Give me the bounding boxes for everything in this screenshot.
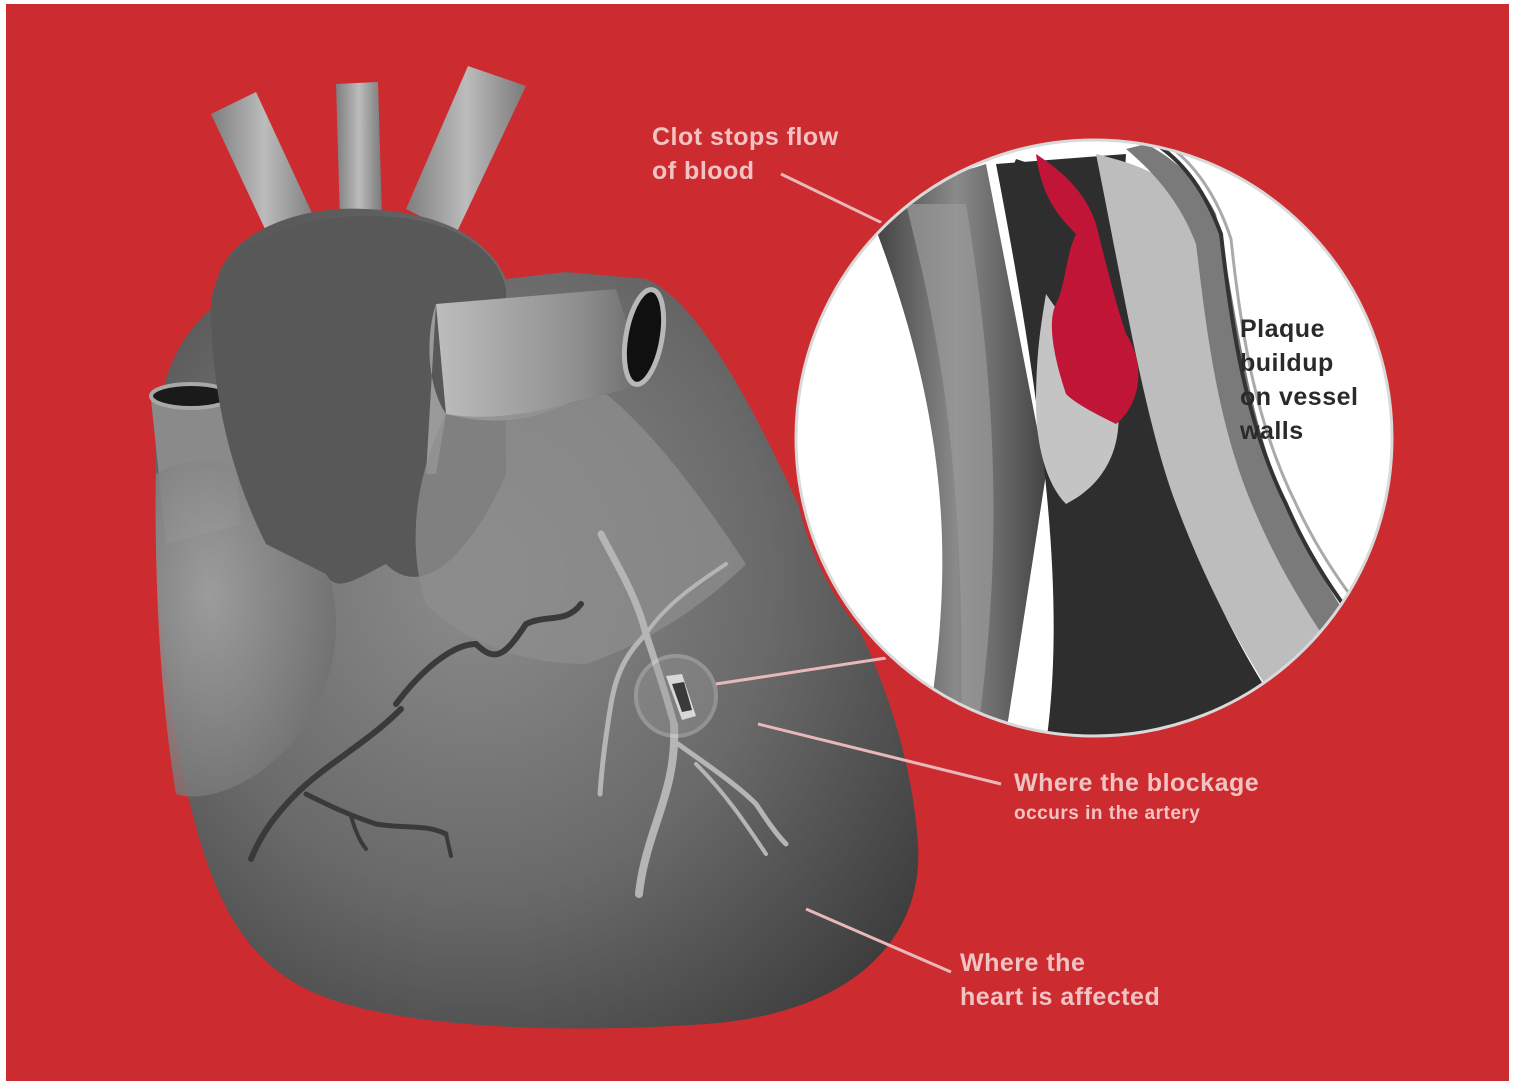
clot-label-line-2: of blood — [652, 154, 839, 188]
plaque-label-line-2: buildup — [1240, 346, 1358, 380]
clot-label: Clot stops flow of blood — [652, 120, 839, 188]
blockage-label-line-2: occurs in the artery — [1014, 800, 1259, 828]
plaque-label: Plaque buildup on vessel walls — [1240, 312, 1358, 448]
clot-label-line-1: Clot stops flow — [652, 120, 839, 154]
affected-label-line-2: heart is affected — [960, 980, 1160, 1014]
diagram-canvas: Clot stops flow of blood Plaque buildup … — [6, 4, 1509, 1081]
plaque-label-line-1: Plaque — [1240, 312, 1358, 346]
plaque-label-line-4: walls — [1240, 414, 1358, 448]
affected-label-line-1: Where the — [960, 946, 1160, 980]
affected-label: Where the heart is affected — [960, 946, 1160, 1014]
blockage-marker — [636, 656, 716, 736]
blockage-label: Where the blockage occurs in the artery — [1014, 766, 1259, 828]
plaque-label-line-3: on vessel — [1240, 380, 1358, 414]
blockage-label-line-1: Where the blockage — [1014, 766, 1259, 800]
